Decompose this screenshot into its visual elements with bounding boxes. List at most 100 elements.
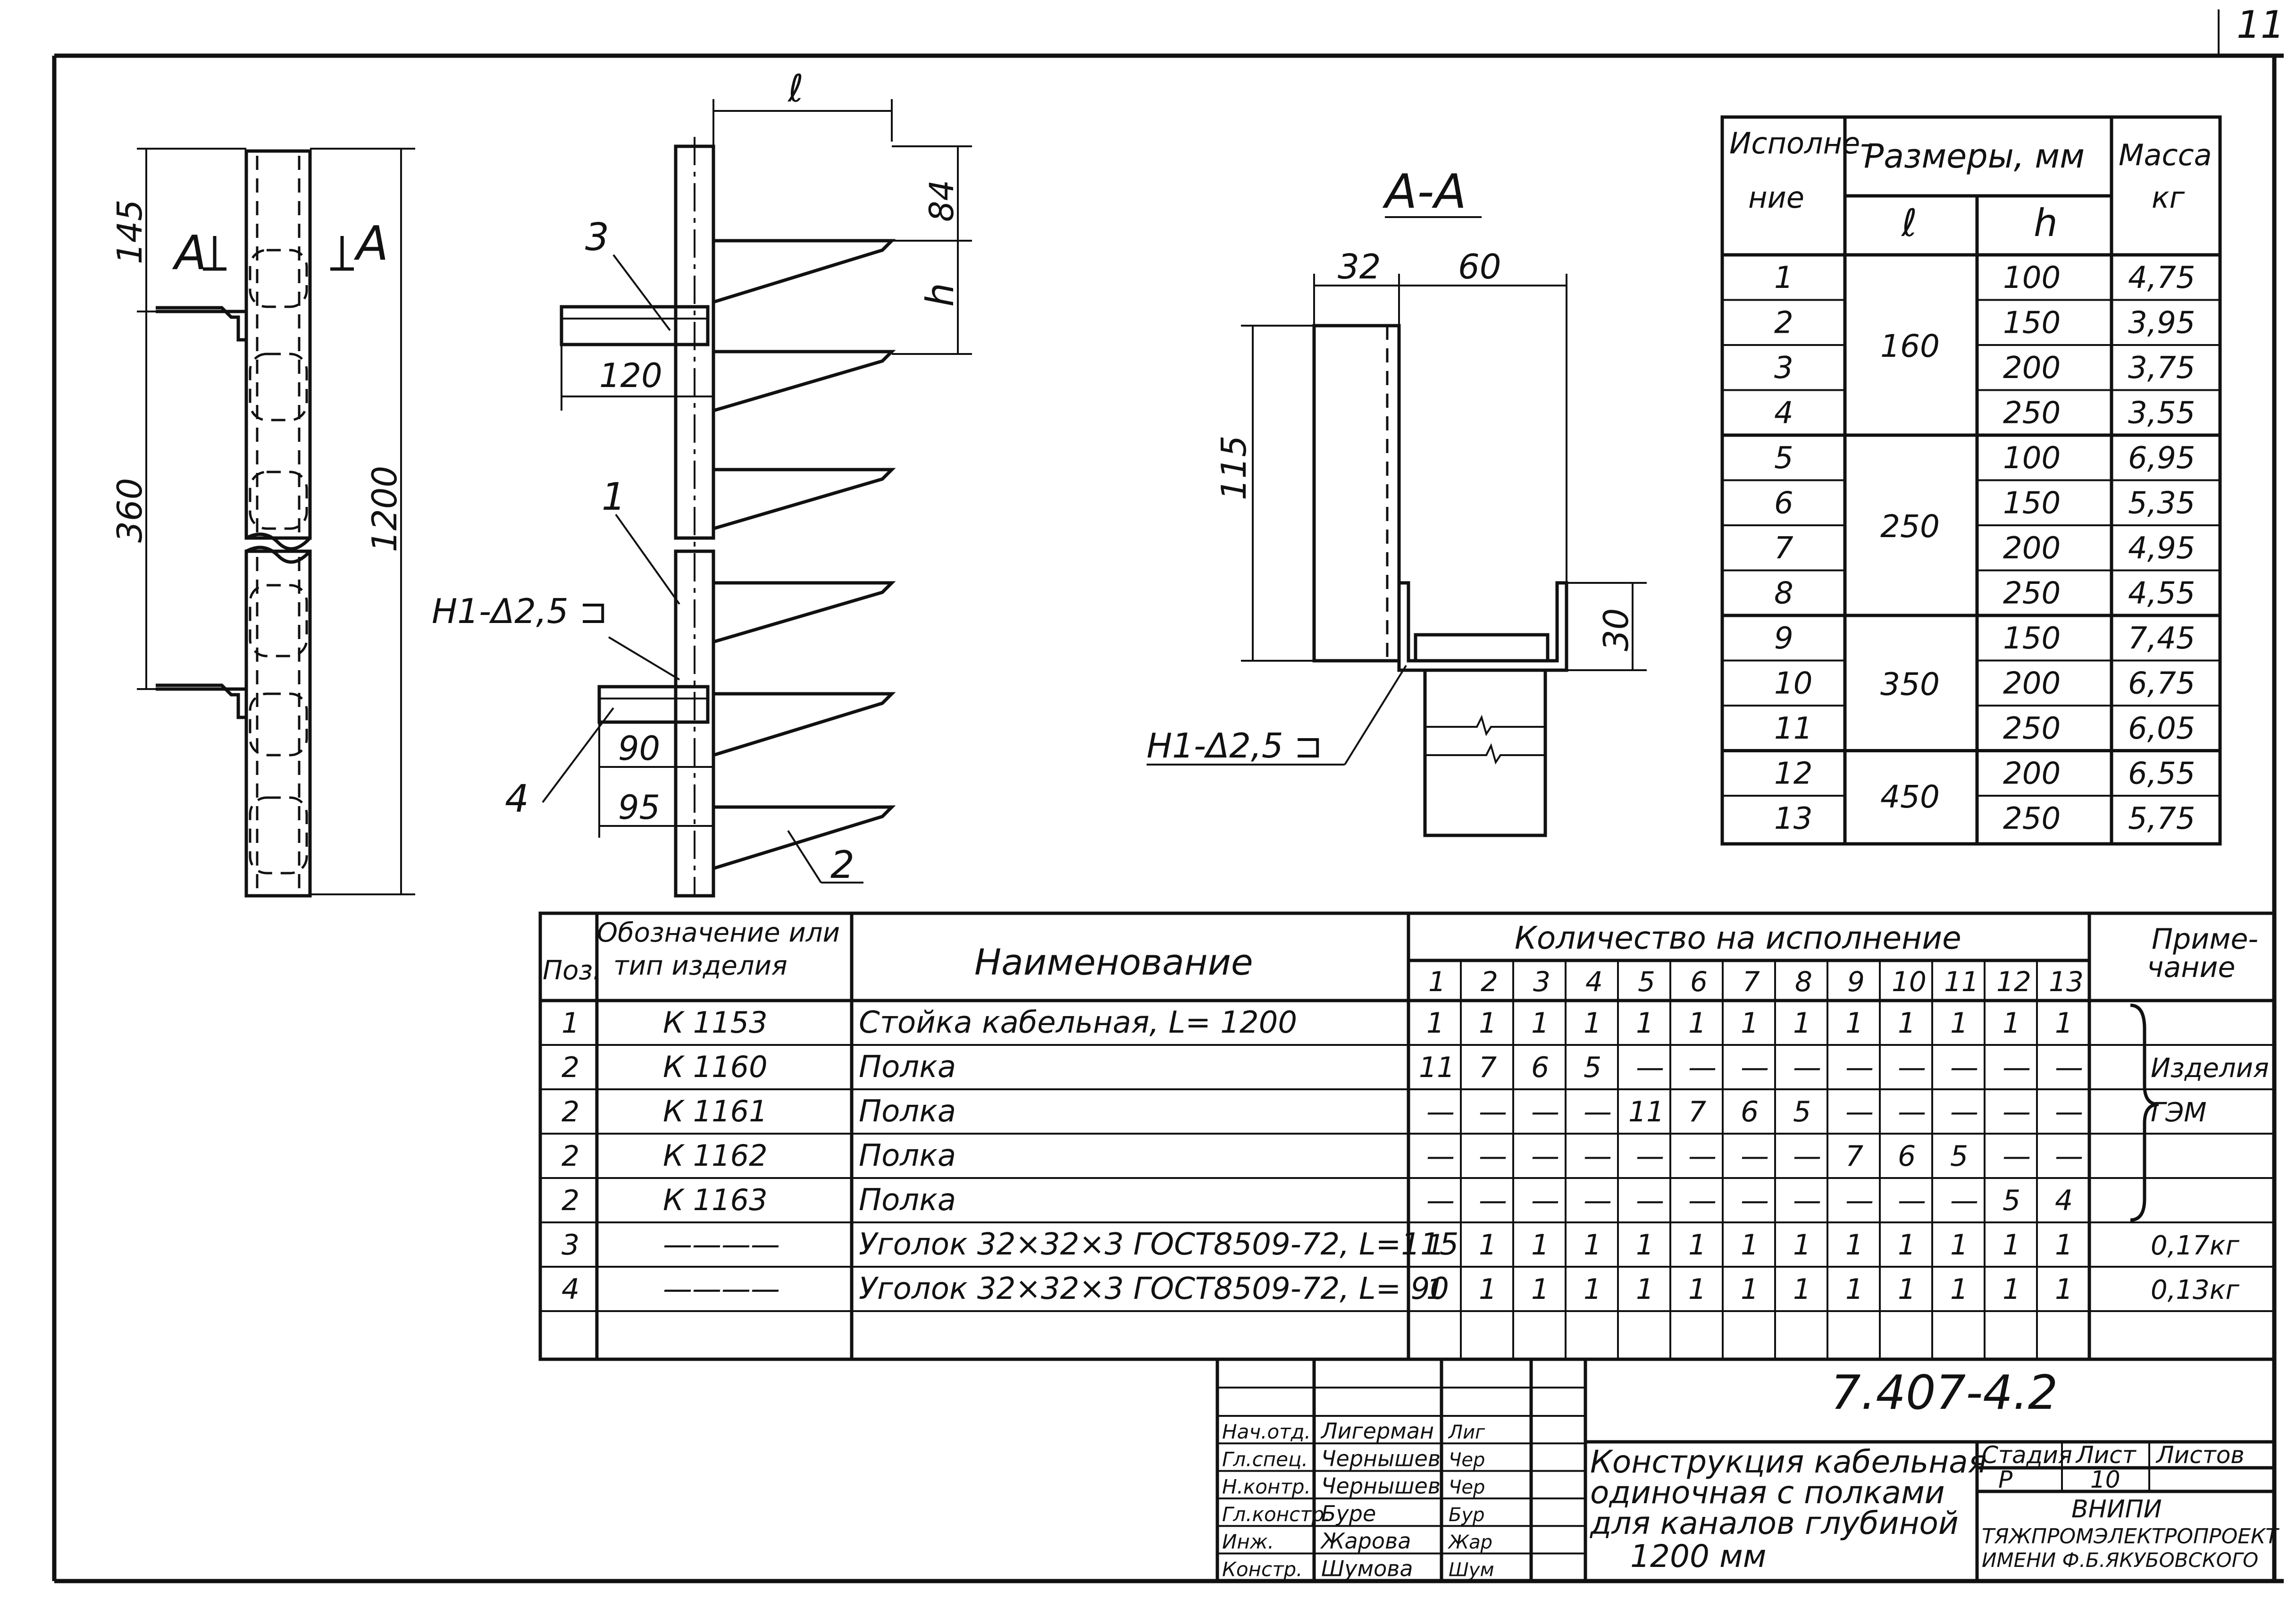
spec-qty: — [1741, 1051, 1769, 1084]
spec-qty: — [1479, 1184, 1507, 1217]
spec-designation: К 1153 [663, 1005, 768, 1040]
spec-qty: 1 [1479, 1273, 1497, 1306]
mass-value: 4,55 [2128, 576, 2195, 611]
spec-qty: — [1950, 1051, 1978, 1084]
spec-qty: 5 [1793, 1095, 1811, 1128]
sheet-value: 10 [2090, 1466, 2120, 1493]
spec-qty: — [1793, 1051, 1821, 1084]
signature-name: Шумова [1321, 1556, 1413, 1582]
weld-note-section: H1-Δ2,5 ⊐ [1147, 726, 1323, 766]
h-value: 250 [2003, 576, 2061, 611]
spec-qty: 5 [1950, 1140, 1968, 1173]
weld-note-side: H1-Δ2,5 ⊐ [432, 591, 608, 631]
spec-qty: — [1426, 1140, 1455, 1173]
spec-qty: 6 [1531, 1051, 1549, 1084]
spec-pos: 2 [561, 1095, 579, 1128]
spec-qty: 1 [1898, 1007, 1916, 1040]
spec-qty: 1 [1584, 1273, 1601, 1306]
spec-header-note-2: чание [2147, 951, 2235, 984]
variant-number: 1 [1774, 261, 1793, 295]
spec-qty: — [1531, 1184, 1559, 1217]
dim-l: ℓ [787, 67, 804, 110]
side-view: ℓ 84 h 120 90 95 3 1 4 2 H1-Δ2,5 ⊐ [432, 67, 972, 898]
spec-name: Уголок 32×32×3 ГОСТ8509-72, L=115 [859, 1227, 1458, 1262]
spec-qty: — [2003, 1095, 2031, 1128]
section-mark-left: A [172, 225, 207, 280]
spec-qty: 1 [1636, 1007, 1654, 1040]
spec-qty: 1 [2055, 1007, 2073, 1040]
spec-qty: — [1845, 1051, 1874, 1084]
spec-qty: 1 [1426, 1273, 1444, 1306]
variant-header: 10 [1892, 966, 1927, 998]
spec-qty: 1 [1793, 1007, 1811, 1040]
spec-qty: — [1845, 1095, 1874, 1128]
spec-qty: — [1793, 1140, 1821, 1173]
spec-designation: ———— [663, 1271, 780, 1306]
sheets-label: Листов [2155, 1441, 2245, 1469]
signature-mark: Бур [1449, 1504, 1485, 1526]
spec-qty: — [1584, 1095, 1612, 1128]
signature-role: Констр. [1222, 1558, 1303, 1581]
spec-name: Стойка кабельная, L= 1200 [859, 1005, 1297, 1040]
spec-name: Полка [859, 1138, 956, 1173]
spec-qty: 6 [1741, 1095, 1759, 1128]
spec-qty: 1 [2003, 1273, 2020, 1306]
h-value: 200 [2003, 757, 2061, 791]
spec-qty: — [1741, 1184, 1769, 1217]
stage-label: Стадия [1982, 1441, 2072, 1469]
spec-qty: 1 [1950, 1007, 1968, 1040]
dim-60: 60 [1458, 247, 1501, 286]
sheet-frame: 11 [52, 3, 2285, 1583]
spec-note: Изделия [2151, 1053, 2269, 1084]
mass-value: 6,05 [2128, 711, 2195, 746]
variant-header: 6 [1690, 966, 1708, 998]
variant-header: 1 [1428, 966, 1446, 998]
h-value: 150 [2003, 621, 2061, 656]
header-variant-2: ние [1748, 180, 1804, 215]
h-value: 200 [2003, 666, 2061, 701]
spec-qty: 1 [1950, 1229, 1968, 1262]
variant-header: 4 [1585, 966, 1603, 998]
mass-value: 4,95 [2128, 531, 2195, 566]
spec-qty: — [1898, 1051, 1926, 1084]
spec-qty: 7 [1845, 1140, 1863, 1173]
document-code: 7.407-4.2 [1831, 1365, 2058, 1420]
h-value: 200 [2003, 351, 2061, 386]
spec-qty: 4 [2055, 1184, 2073, 1217]
spec-qty: 11 [1628, 1095, 1664, 1128]
spec-qty: — [1531, 1095, 1559, 1128]
spec-qty: 1 [1584, 1007, 1601, 1040]
dim-32: 32 [1338, 247, 1381, 286]
spec-qty: — [1636, 1184, 1664, 1217]
spec-name: Полка [859, 1094, 956, 1129]
spec-qty: 1 [1741, 1229, 1759, 1262]
mass-value: 7,45 [2128, 621, 2195, 656]
position-2-label: 2 [830, 843, 855, 887]
spec-qty: 1 [1479, 1007, 1497, 1040]
signature-role: Гл.спец. [1222, 1448, 1308, 1471]
spec-header-designation-1: Обозначение или [597, 917, 840, 948]
dim-120: 120 [599, 356, 662, 395]
spec-qty: 1 [1688, 1273, 1706, 1306]
dim-145: 145 [110, 200, 150, 264]
spec-header-designation-2: тип изделия [613, 951, 788, 981]
variant-header: 9 [1847, 966, 1865, 998]
spec-qty: 1 [1845, 1273, 1863, 1306]
spec-designation: К 1160 [663, 1050, 768, 1084]
variant-number: 12 [1774, 757, 1812, 791]
h-value: 200 [2003, 531, 2061, 566]
spec-qty: — [1898, 1095, 1926, 1128]
mass-value: 4,75 [2128, 261, 2195, 295]
mass-value: 3,75 [2128, 351, 2195, 386]
angle-position-3 [560, 305, 710, 346]
org-line-3: ИМЕНИ Ф.Б.ЯКУБОВСКОГО [1982, 1549, 2258, 1572]
spec-qty: — [1845, 1184, 1874, 1217]
spec-note: 0,13кг [2151, 1275, 2240, 1305]
dim-115: 115 [1214, 436, 1254, 500]
